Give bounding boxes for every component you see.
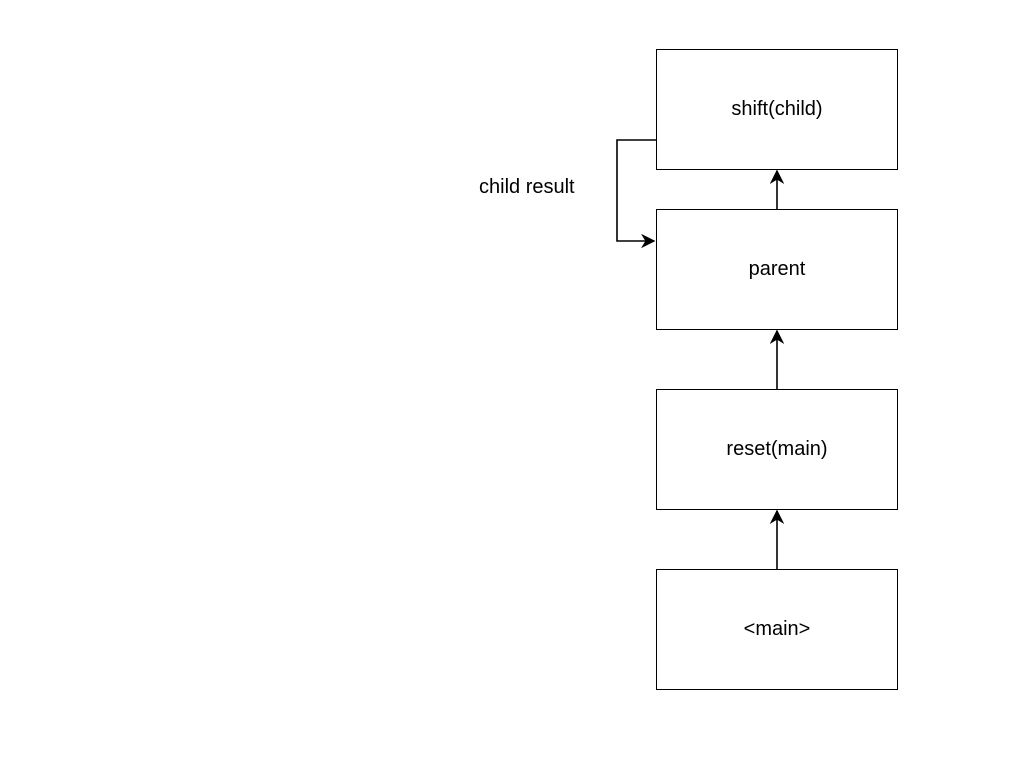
edge-label-child-result: child result [479,176,575,198]
arrow-child-result [616,139,656,249]
node-shift-child: shift(child) [656,49,898,170]
node-parent: parent [656,209,898,330]
node-reset-main: reset(main) [656,389,898,510]
node-main: <main> [656,569,898,690]
node-parent-label: parent [748,258,806,280]
node-main-label: <main> [743,618,811,640]
node-shift-child-label: shift(child) [731,98,823,120]
node-reset-main-label: reset(main) [726,438,828,460]
